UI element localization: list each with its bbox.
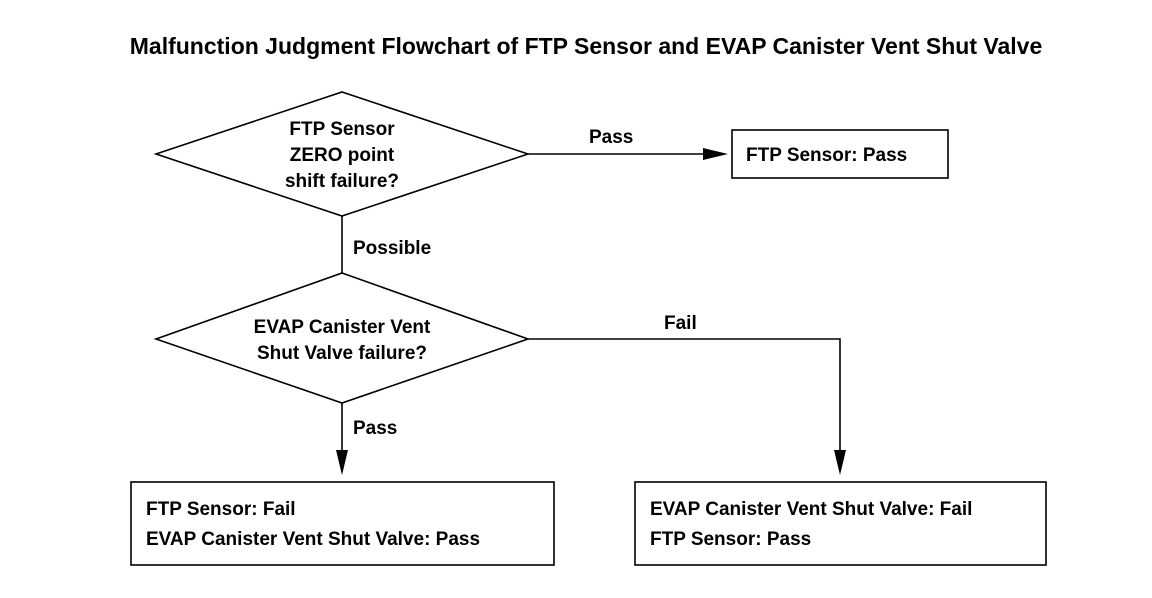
decision-evap-line-1: EVAP Canister Vent <box>254 317 431 338</box>
decision-evap-vent-valve: EVAP Canister Vent Shut Valve failure? <box>153 272 531 404</box>
edge-ftp-pass-arrowhead <box>703 148 728 160</box>
edge-evap-pass-label: Pass <box>353 418 397 439</box>
edge-evap-fail-line <box>528 338 841 460</box>
edge-ftp-pass: Pass <box>528 127 728 160</box>
result-ftp-fail: FTP Sensor: Fail EVAP Canister Vent Shut… <box>130 481 555 566</box>
edge-evap-pass-arrowhead <box>336 450 348 475</box>
result-evap-fail-line-2: FTP Sensor: Pass <box>650 529 811 550</box>
result-ftp-pass-line-1: FTP Sensor: Pass <box>746 145 907 166</box>
result-ftp-fail-line-2: EVAP Canister Vent Shut Valve: Pass <box>146 529 480 550</box>
edge-ftp-possible-label: Possible <box>353 238 431 259</box>
edge-ftp-possible: Possible <box>341 216 431 273</box>
result-ftp-pass-box <box>731 129 949 179</box>
result-evap-fail: EVAP Canister Vent Shut Valve: Fail FTP … <box>634 481 1047 566</box>
result-ftp-pass: FTP Sensor: Pass <box>731 129 949 179</box>
result-ftp-fail-line-1: FTP Sensor: Fail <box>146 499 296 520</box>
decision-ftp-line-2: ZERO point <box>290 145 395 166</box>
decision-ftp-line-3: shift failure? <box>285 171 399 192</box>
edge-evap-fail-label: Fail <box>664 313 697 334</box>
decision-ftp-line-1: FTP Sensor <box>289 119 395 140</box>
diagram-title: Malfunction Judgment Flowchart of FTP Se… <box>130 33 1043 59</box>
edge-evap-fail-arrowhead <box>834 450 846 475</box>
edge-ftp-pass-label: Pass <box>589 127 633 148</box>
decision-ftp-zero-point: FTP Sensor ZERO point shift failure? <box>153 91 531 217</box>
decision-evap-line-2: Shut Valve failure? <box>257 343 427 364</box>
result-evap-fail-box <box>634 481 1047 566</box>
result-evap-fail-line-1: EVAP Canister Vent Shut Valve: Fail <box>650 499 972 520</box>
result-ftp-fail-box <box>130 481 555 566</box>
decision-evap-diamond <box>153 272 531 404</box>
edge-evap-fail: Fail <box>528 313 846 475</box>
edge-evap-pass: Pass <box>336 403 397 475</box>
